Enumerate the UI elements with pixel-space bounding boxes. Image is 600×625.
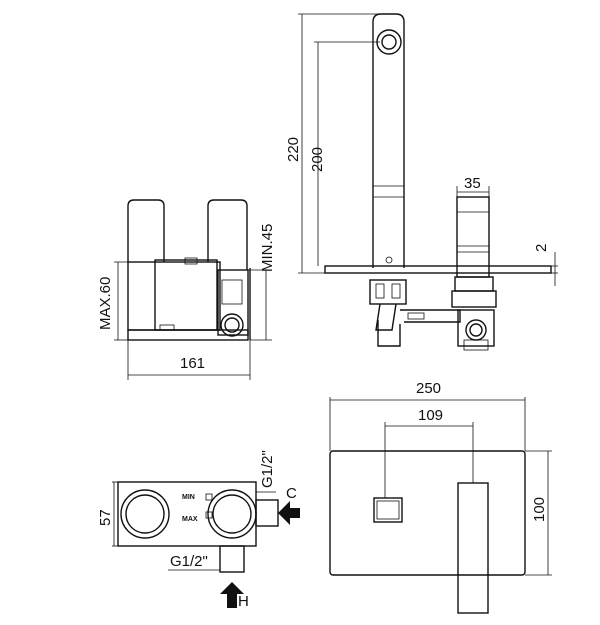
top-inlet-h-label: H: [238, 593, 249, 610]
spout-height-inner: 200: [309, 147, 326, 172]
spout-height-outer: 220: [285, 137, 302, 162]
front-plate-view: 250 109 100: [329, 380, 552, 614]
side-min-label: MIN.45: [259, 224, 276, 272]
top-max-mark: MAX: [182, 516, 198, 523]
top-inlet-h-size: G1/2": [170, 553, 208, 570]
top-depth-label: 57: [97, 509, 114, 526]
inlet-h-arrow-icon: [220, 582, 244, 608]
spout-handle-width: 35: [464, 175, 481, 192]
front-width-label: 250: [416, 380, 441, 397]
spout-view: 220 200 35 2: [285, 13, 558, 351]
top-view: MIN MAX 57 G1/2" C G1/2" H: [97, 450, 300, 610]
top-inlet-c-size: G1/2": [259, 450, 276, 488]
side-view: MAX.60 MIN.45 161: [97, 199, 276, 380]
spout-plate-thickness: 2: [533, 244, 550, 252]
front-height-label: 100: [531, 497, 548, 522]
side-width-label: 161: [180, 355, 205, 372]
front-spacing-label: 109: [418, 407, 443, 424]
top-min-mark: MIN: [182, 494, 195, 501]
top-inlet-c-label: C: [286, 485, 297, 502]
side-max-label: MAX.60: [97, 277, 114, 330]
inlet-c-arrow-icon: [278, 501, 300, 525]
